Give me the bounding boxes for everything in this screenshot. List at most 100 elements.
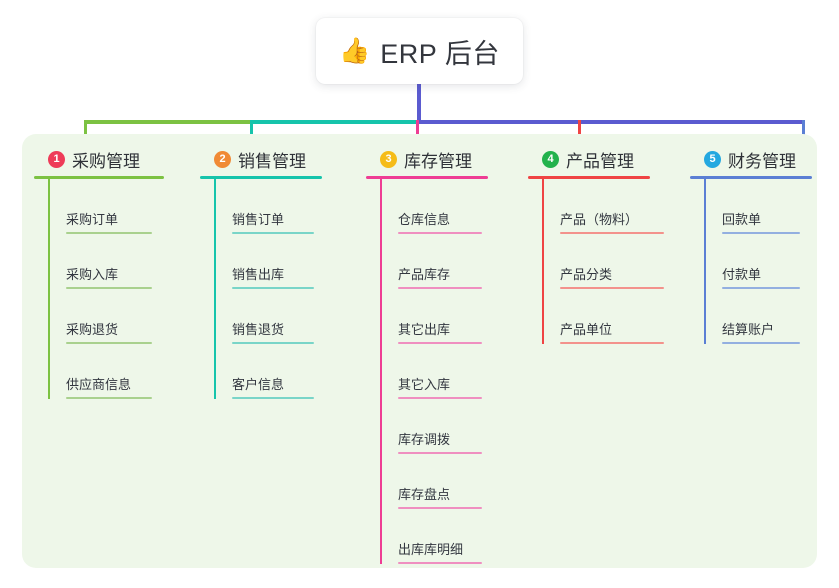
submodule-label: 产品单位 (560, 321, 613, 337)
submodule-item[interactable]: 出库库明细 (380, 509, 488, 564)
module-title: 产品管理 (566, 151, 634, 171)
submodule-item[interactable]: 其它出库 (380, 289, 488, 344)
submodule-underline (560, 232, 664, 234)
submodule-item[interactable]: 采购退货 (48, 289, 164, 344)
module-underline (34, 176, 164, 179)
bus-segment-green (85, 120, 253, 124)
submodule-list: 仓库信息产品库存其它出库其它入库库存调拨库存盘点出库库明细 (366, 179, 488, 564)
submodule-item[interactable]: 库存调拨 (380, 399, 488, 454)
submodule-label: 供应商信息 (66, 376, 132, 392)
submodule-item[interactable]: 产品分类 (542, 234, 664, 289)
submodule-spine (48, 179, 50, 399)
module-column-4: 4 产品管理产品（物料） 产品分类产品单位 (528, 146, 664, 344)
module-title: 销售管理 (238, 151, 306, 171)
submodule-item[interactable]: 产品库存 (380, 234, 488, 289)
submodule-item[interactable]: 销售出库 (214, 234, 322, 289)
bus-segment-teal (251, 120, 419, 124)
submodule-spine (380, 179, 382, 564)
submodule-underline (398, 562, 482, 564)
submodule-list: 回款单付款单结算账户 (690, 179, 812, 344)
submodule-label: 采购订单 (66, 211, 119, 227)
thumbs-up-icon: 👍 (339, 36, 371, 65)
module-column-2: 2 销售管理销售订单销售出库销售退货客户信息 (200, 146, 322, 399)
submodule-spine (214, 179, 216, 399)
bus-segment-blue (417, 120, 805, 124)
module-title: 财务管理 (728, 151, 796, 171)
submodule-underline (232, 232, 314, 234)
submodule-label: 仓库信息 (398, 211, 451, 227)
modules-panel (22, 134, 817, 568)
submodule-underline (232, 287, 314, 289)
module-underline (690, 176, 812, 179)
submodule-label: 采购入库 (66, 266, 119, 282)
root-node[interactable]: 👍 ERP 后台 (316, 18, 523, 84)
submodule-underline (722, 232, 800, 234)
submodule-label: 销售出库 (232, 266, 285, 282)
submodule-label: 客户信息 (232, 376, 285, 392)
submodule-label: 其它入库 (398, 376, 451, 392)
number-badge-icon: 4 (542, 150, 559, 168)
submodule-item[interactable]: 销售订单 (214, 179, 322, 234)
submodule-item[interactable]: 结算账户 (704, 289, 812, 344)
submodule-underline (560, 342, 664, 344)
module-column-1: 1 采购管理采购订单采购入库采购退货供应商信息 (34, 146, 164, 399)
submodule-label: 库存盘点 (398, 486, 451, 502)
number-badge-icon: 1 (48, 150, 65, 168)
number-badge-icon: 5 (704, 150, 721, 168)
submodule-label: 采购退货 (66, 321, 119, 337)
submodule-label: 销售退货 (232, 321, 285, 337)
module-header-5[interactable]: 5 财务管理 (690, 146, 812, 172)
submodule-list: 销售订单销售出库销售退货客户信息 (200, 179, 322, 399)
module-header-2[interactable]: 2 销售管理 (200, 146, 322, 172)
submodule-list: 采购订单采购入库采购退货供应商信息 (34, 179, 164, 399)
number-badge-icon: 2 (214, 150, 231, 168)
submodule-label: 销售订单 (232, 211, 285, 227)
module-underline (200, 176, 322, 179)
number-badge-icon: 3 (380, 150, 397, 168)
submodule-underline (722, 287, 800, 289)
submodule-underline (560, 287, 664, 289)
submodule-label: 产品（物料） (560, 211, 639, 227)
submodule-item[interactable]: 产品（物料） (542, 179, 664, 234)
module-title: 采购管理 (72, 151, 140, 171)
submodule-underline (66, 342, 152, 344)
module-header-1[interactable]: 1 采购管理 (34, 146, 164, 172)
submodule-item[interactable]: 供应商信息 (48, 344, 164, 399)
submodule-underline (232, 342, 314, 344)
module-column-5: 5 财务管理回款单付款单结算账户 (690, 146, 812, 344)
submodule-item[interactable]: 仓库信息 (380, 179, 488, 234)
submodule-spine (542, 179, 544, 344)
submodule-item[interactable]: 产品单位 (542, 289, 664, 344)
submodule-label: 付款单 (722, 266, 762, 282)
submodule-underline (398, 397, 482, 399)
trunk-connector (417, 84, 421, 122)
submodule-item[interactable]: 销售退货 (214, 289, 322, 344)
submodule-label: 结算账户 (722, 321, 775, 337)
submodule-spine (704, 179, 706, 344)
submodule-item[interactable]: 库存盘点 (380, 454, 488, 509)
submodule-item[interactable]: 采购入库 (48, 234, 164, 289)
submodule-item[interactable]: 客户信息 (214, 344, 322, 399)
module-underline (366, 176, 488, 179)
submodule-underline (398, 287, 482, 289)
submodule-underline (398, 342, 482, 344)
module-header-4[interactable]: 4 产品管理 (528, 146, 664, 172)
submodule-underline (398, 507, 482, 509)
submodule-underline (66, 232, 152, 234)
submodule-item[interactable]: 其它入库 (380, 344, 488, 399)
submodule-item[interactable]: 付款单 (704, 234, 812, 289)
module-underline (528, 176, 650, 179)
submodule-item[interactable]: 采购订单 (48, 179, 164, 234)
submodule-underline (232, 397, 314, 399)
submodule-label: 出库库明细 (398, 541, 464, 557)
submodule-underline (722, 342, 800, 344)
submodule-label: 产品分类 (560, 266, 613, 282)
submodule-underline (66, 397, 152, 399)
submodule-label: 其它出库 (398, 321, 451, 337)
submodule-list: 产品（物料） 产品分类产品单位 (528, 179, 664, 344)
submodule-item[interactable]: 回款单 (704, 179, 812, 234)
root-title: ERP 后台 (380, 38, 500, 69)
